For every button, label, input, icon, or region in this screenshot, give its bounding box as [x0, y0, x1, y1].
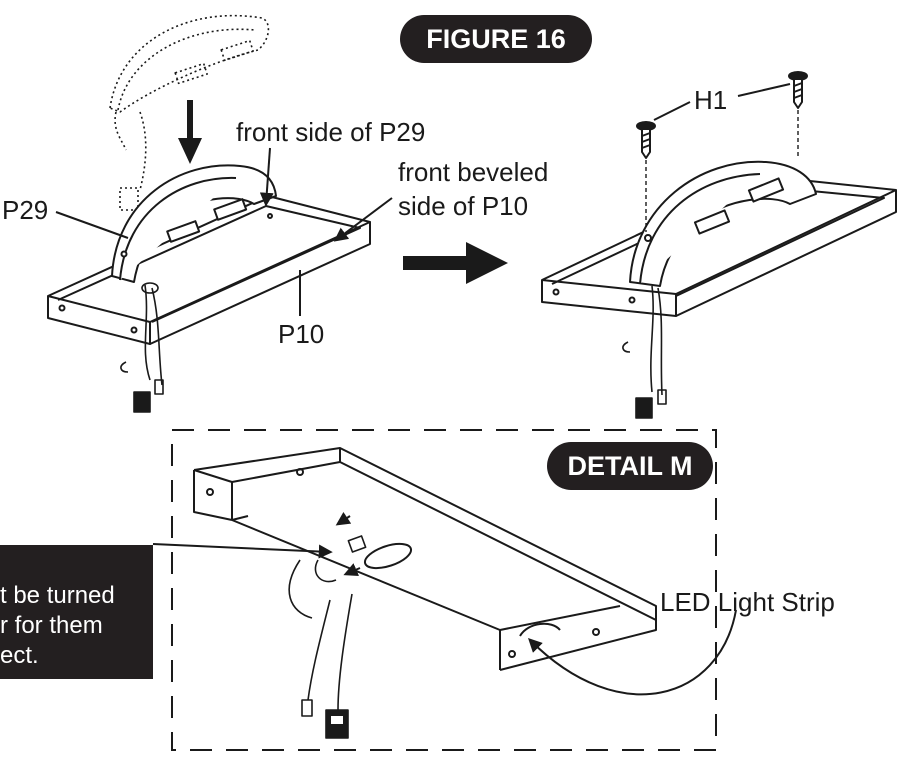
- detail-m-frame: [171, 429, 717, 751]
- note-line-2: r for them: [0, 612, 103, 639]
- leader-front-beveled: [333, 197, 393, 242]
- detail-m-drawing: [152, 447, 737, 739]
- label-p10: P10: [278, 319, 325, 349]
- note-line-3: ect.: [0, 642, 39, 669]
- leader-led-strip: [528, 609, 737, 696]
- label-h1: H1: [694, 85, 728, 115]
- label-front-beveled-line1: front beveled: [398, 157, 549, 187]
- p29-ghost-outline: [109, 14, 270, 211]
- detail-connectors: [288, 535, 367, 739]
- label-front-beveled-line2: side of P10: [398, 191, 529, 221]
- warning-note-box: t be turned r for them ect.: [0, 545, 153, 679]
- right-assembly-drawing: [541, 71, 897, 419]
- figure-title-badge: FIGURE 16: [400, 15, 592, 63]
- label-p29: P29: [2, 195, 49, 225]
- leader-h1-right: [737, 83, 791, 97]
- note-line-1: t be turned: [0, 582, 115, 609]
- screw-left: [636, 121, 656, 159]
- leader-h1-left: [653, 101, 691, 121]
- left-wires: [120, 282, 164, 413]
- p29-arch-right: [629, 160, 817, 287]
- leader-p29: [55, 211, 129, 239]
- label-led-light-strip: LED Light Strip: [660, 587, 835, 617]
- screw-right: [788, 71, 808, 109]
- leader-front-side-p29: [259, 147, 274, 207]
- right-wires: [622, 285, 667, 419]
- down-arrow: [178, 100, 202, 164]
- label-front-side-p29: front side of P29: [236, 117, 426, 147]
- detail-title-badge: DETAIL M: [547, 442, 713, 490]
- p29-arch-left: [111, 164, 277, 283]
- right-arrow: [403, 242, 508, 284]
- left-assembly-drawing: [47, 14, 393, 413]
